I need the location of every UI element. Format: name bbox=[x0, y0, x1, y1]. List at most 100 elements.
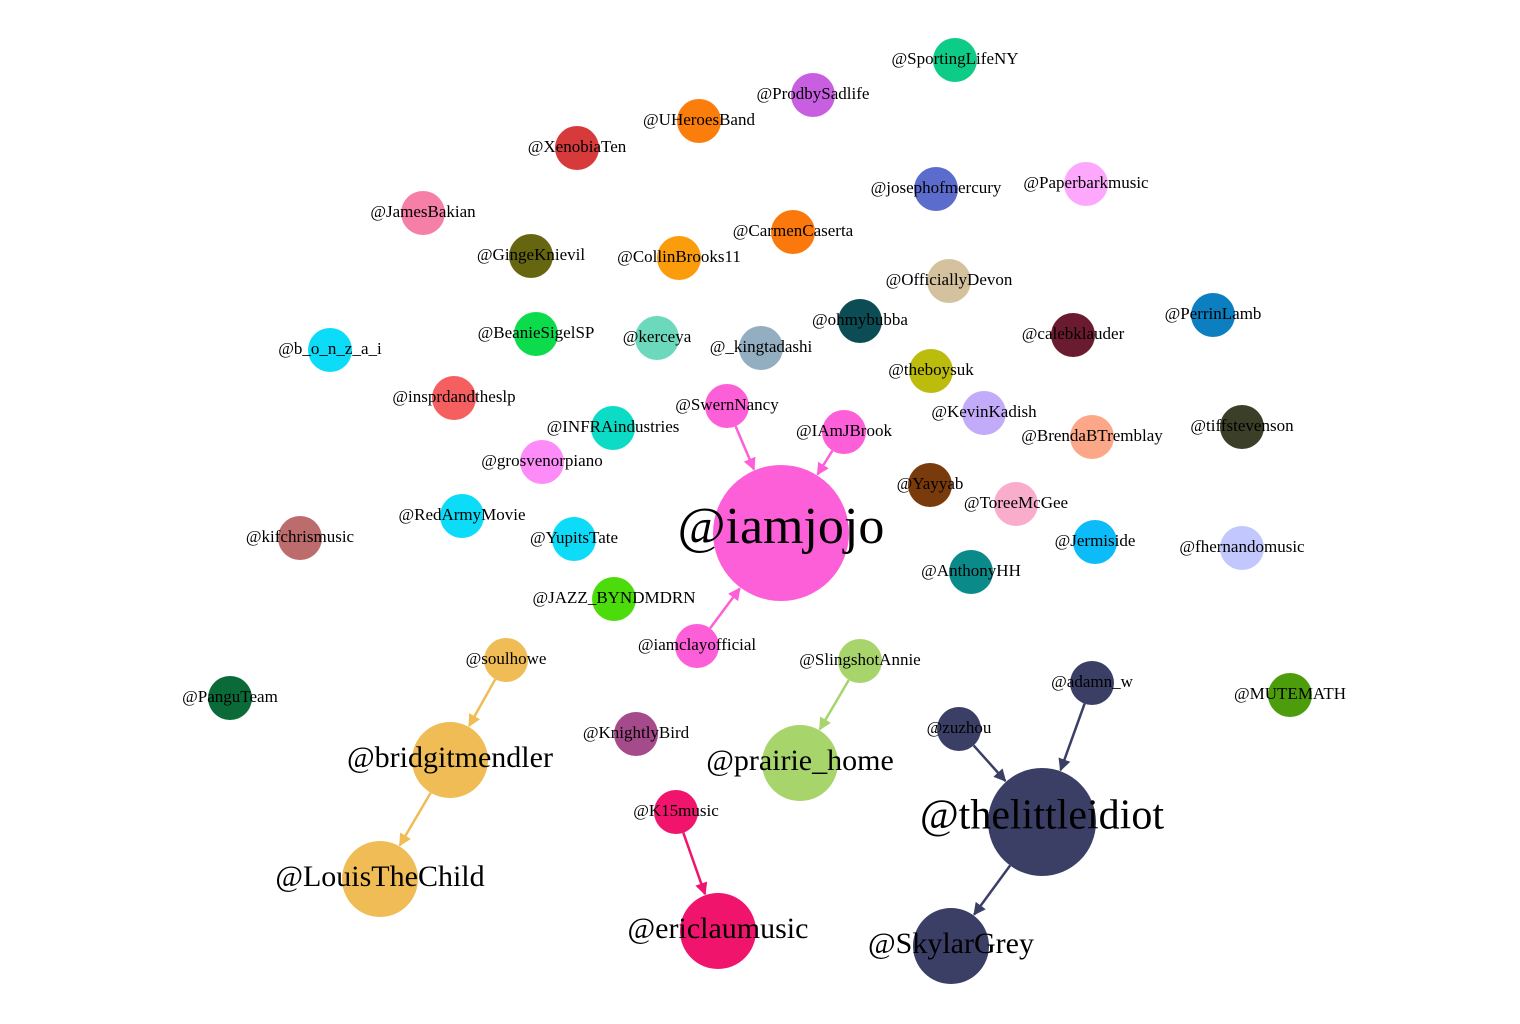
node-label-slingshotannie: @SlingshotAnnie bbox=[799, 650, 920, 669]
edge-adamnw-to-thelittleidiot bbox=[1058, 703, 1086, 772]
node-grosvenorpiano[interactable] bbox=[520, 440, 564, 484]
node-label-bonzai: @b_o_n_z_a_i bbox=[278, 339, 382, 358]
node-carmencaserta[interactable] bbox=[771, 210, 815, 254]
node-josephofmercury[interactable] bbox=[914, 167, 958, 211]
node-brendabtremblay[interactable] bbox=[1070, 415, 1114, 459]
node-louisthechild[interactable] bbox=[342, 841, 418, 917]
node-label-prodbysadlife: @ProdbySadlife bbox=[757, 84, 870, 103]
node-label-soulhowe: @soulhowe bbox=[466, 649, 547, 668]
edge-k15music-to-ericlaumusic bbox=[682, 832, 708, 896]
node-label-iamclayofficial: @iamclayofficial bbox=[638, 635, 757, 654]
node-bonzai[interactable] bbox=[308, 328, 352, 372]
node-redarmymovie[interactable] bbox=[440, 494, 484, 538]
node-label-kingtadashi: @_kingtadashi bbox=[710, 337, 813, 356]
node-label-louisthechild: @LouisTheChild bbox=[275, 860, 484, 893]
node-officiallydevon[interactable] bbox=[927, 259, 971, 303]
node-mutemath[interactable] bbox=[1268, 673, 1312, 717]
node-xenobiaten[interactable] bbox=[555, 126, 599, 170]
node-label-theboysuk: @theboysuk bbox=[888, 360, 974, 379]
node-tiffstevenson[interactable] bbox=[1220, 405, 1264, 449]
node-beaniesigelsp[interactable] bbox=[514, 312, 558, 356]
node-yayyab[interactable] bbox=[908, 463, 952, 507]
node-kevinkadish[interactable] bbox=[962, 391, 1006, 435]
node-jermiside[interactable] bbox=[1073, 520, 1117, 564]
node-calebklauder[interactable] bbox=[1051, 313, 1095, 357]
node-collinbrooks11[interactable] bbox=[657, 236, 701, 280]
node-label-kevinkadish: @KevinKadish bbox=[931, 402, 1037, 421]
node-ohmybubba[interactable] bbox=[838, 299, 882, 343]
node-label-insprdandthesip: @insprdandtheslp bbox=[392, 387, 515, 406]
node-label-tiffstevenson: @tiffstevenson bbox=[1190, 416, 1294, 435]
node-layer bbox=[208, 38, 1312, 984]
node-label-yayyab: @Yayyab bbox=[897, 474, 964, 493]
node-kerceya[interactable] bbox=[635, 316, 679, 360]
node-sportinglifeny[interactable] bbox=[933, 38, 977, 82]
node-skylargrey[interactable] bbox=[913, 908, 989, 984]
node-label-toreemcgee: @ToreeMcGee bbox=[964, 493, 1068, 512]
node-label-perrinlamb: @PerrinLamb bbox=[1165, 304, 1262, 323]
node-label-calebklauder: @calebklauder bbox=[1022, 324, 1125, 343]
node-label-gingeknievil: @GingeKnievil bbox=[477, 245, 585, 264]
node-anthonyhh[interactable] bbox=[949, 550, 993, 594]
node-label-knightlybird: @KnightlyBird bbox=[583, 723, 690, 742]
node-label-infraindustries: @INFRAindustries bbox=[547, 417, 680, 436]
node-yupitstate[interactable] bbox=[552, 517, 596, 561]
node-pangutam[interactable] bbox=[208, 676, 252, 720]
node-iamclayofficial[interactable] bbox=[675, 624, 719, 668]
node-knightlybird[interactable] bbox=[614, 712, 658, 756]
node-zuzhou[interactable] bbox=[937, 707, 981, 751]
node-label-brendabtremblay: @BrendaBTremblay bbox=[1021, 426, 1163, 445]
node-label-iamjojo: @iamjojo bbox=[678, 498, 885, 555]
node-label-swernnancy: @SwernNancy bbox=[675, 395, 779, 414]
node-label-bridgitmendler: @bridgitmendler bbox=[347, 741, 553, 774]
node-label-carmencaserta: @CarmenCaserta bbox=[733, 221, 854, 240]
node-bridgitmendler[interactable] bbox=[412, 722, 488, 798]
node-gingeknievil[interactable] bbox=[509, 234, 553, 278]
edge-layer bbox=[398, 425, 1086, 916]
node-label-officiallydevon: @OfficiallyDevon bbox=[886, 270, 1013, 289]
node-soulhowe[interactable] bbox=[484, 638, 528, 682]
node-adamnw[interactable] bbox=[1070, 661, 1114, 705]
node-theboysuk[interactable] bbox=[909, 349, 953, 393]
edge-iamjbrook-to-iamjojo bbox=[816, 450, 834, 476]
node-slingshotannie[interactable] bbox=[838, 639, 882, 683]
node-prairiehome[interactable] bbox=[762, 725, 838, 801]
node-ericlaumusic[interactable] bbox=[680, 893, 756, 969]
node-iamjojo[interactable] bbox=[713, 465, 849, 601]
node-paperbarkmusic[interactable] bbox=[1064, 162, 1108, 206]
node-label-fhernandomusic: @fhernandomusic bbox=[1179, 537, 1305, 556]
node-k15music[interactable] bbox=[654, 790, 698, 834]
node-label-ohmybubba: @ohmybubba bbox=[812, 310, 908, 329]
node-label-jermiside: @Jermiside bbox=[1055, 531, 1136, 550]
node-label-skylargrey: @SkylarGrey bbox=[868, 927, 1034, 960]
node-label-k15music: @K15music bbox=[633, 801, 719, 820]
node-label-jamesbakian: @JamesBakian bbox=[370, 202, 476, 221]
node-thelittleidiot[interactable] bbox=[988, 768, 1096, 876]
node-label-xenobiaten: @XenobiaTen bbox=[528, 137, 627, 156]
node-toreemcgee[interactable] bbox=[994, 482, 1038, 526]
node-label-zuzhou: @zuzhou bbox=[927, 718, 992, 737]
node-label-kifchrismusic: @kifchrismusic bbox=[246, 527, 355, 546]
node-swernnancy[interactable] bbox=[705, 384, 749, 428]
label-layer: @SportingLifeNY@ProdbySadlife@UHeroesBan… bbox=[182, 49, 1346, 960]
node-kifchrismusic[interactable] bbox=[278, 516, 322, 560]
node-label-anthonyhh: @AnthonyHH bbox=[921, 561, 1021, 580]
node-infraindustries[interactable] bbox=[591, 406, 635, 450]
node-label-josephofmercury: @josephofmercury bbox=[871, 178, 1002, 197]
edge-zuzhou-to-thelittleidiot bbox=[972, 744, 1007, 782]
node-label-adamnw: @adamn_w bbox=[1051, 672, 1133, 691]
edge-bridgitmendler-to-louisthechild bbox=[398, 792, 432, 847]
node-iamjbrook[interactable] bbox=[822, 410, 866, 454]
node-fhernandomusic[interactable] bbox=[1220, 526, 1264, 570]
node-label-yupitstate: @YupitsTate bbox=[530, 528, 618, 547]
node-kingtadashi[interactable] bbox=[739, 326, 783, 370]
node-insprdandthesip[interactable] bbox=[432, 376, 476, 420]
node-jamesbakian[interactable] bbox=[401, 191, 445, 235]
node-jazzbyndmdrn[interactable] bbox=[592, 577, 636, 621]
node-prodbysadlife[interactable] bbox=[791, 73, 835, 117]
edge-soulhowe-to-bridgitmendler bbox=[468, 678, 497, 728]
node-perrinlamb[interactable] bbox=[1191, 293, 1235, 337]
node-label-grosvenorpiano: @grosvenorpiano bbox=[481, 451, 602, 470]
node-uheroesband[interactable] bbox=[677, 99, 721, 143]
